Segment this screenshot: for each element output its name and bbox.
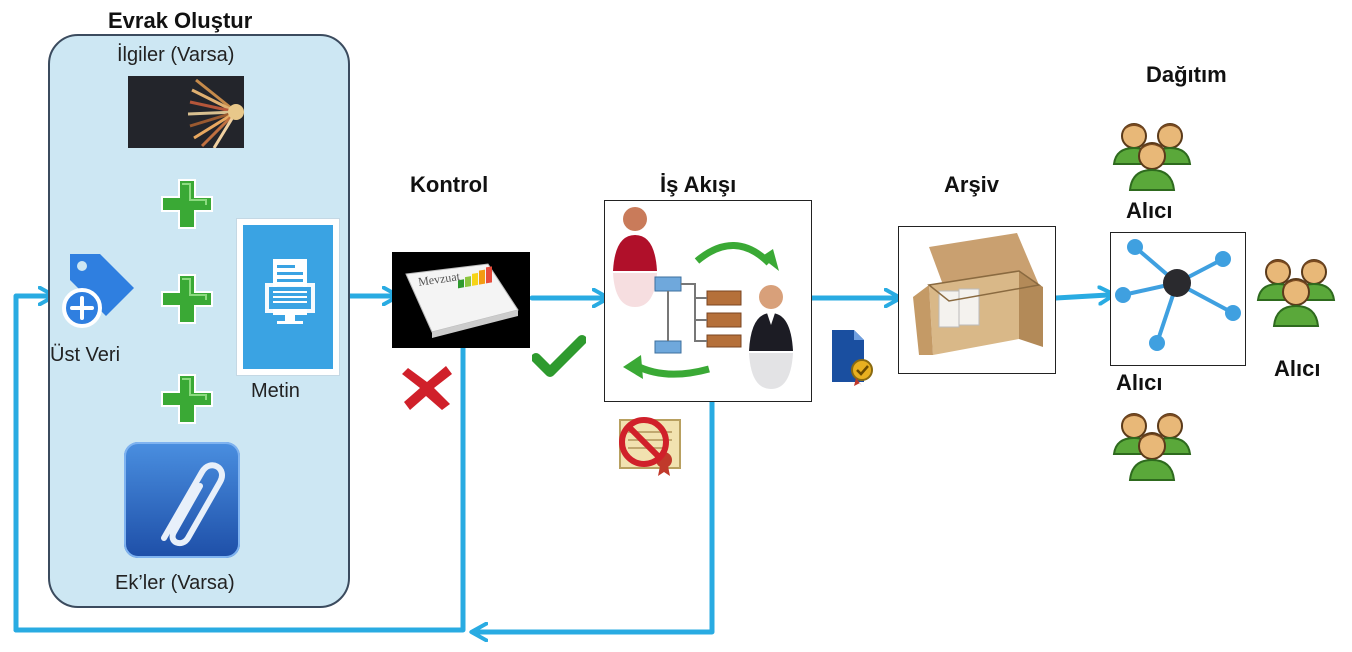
- arrow-archive-to-distribution: [1053, 295, 1108, 298]
- archive-heading: Arşiv: [944, 172, 1000, 197]
- references-image: [128, 76, 244, 148]
- user-group-icon: [1112, 118, 1192, 197]
- recipient-label-bottom: Alıcı: [1116, 370, 1163, 395]
- user-group-icon: [1112, 408, 1192, 487]
- document-monitor-icon: [243, 225, 333, 369]
- text-label: Metin: [251, 380, 300, 402]
- attachments-label: Ek’ler (Varsa): [115, 572, 235, 594]
- network-box: [1110, 232, 1246, 366]
- text-tile: [236, 218, 340, 376]
- control-document-image: Mevzuat: [392, 252, 530, 348]
- no-certificate-icon: [612, 412, 684, 483]
- network-hub-icon: [1115, 239, 1241, 351]
- control-reject-loop: [13, 345, 466, 633]
- x-icon: [400, 362, 454, 417]
- plus-icon: [160, 373, 214, 430]
- workflow-box: [604, 200, 812, 402]
- references-label: İlgiler (Varsa): [117, 44, 235, 66]
- archive-box-frame: [898, 226, 1056, 374]
- distribution-heading: Dağıtım: [1146, 62, 1227, 87]
- plus-icon: [160, 178, 214, 235]
- bookshelf-image-icon: [128, 76, 244, 148]
- create-group-title: Evrak Oluştur: [108, 8, 253, 33]
- recipient-label-right: Alıcı: [1274, 356, 1321, 381]
- feedback-entry-arrow: [13, 296, 48, 633]
- metadata-label: Üst Veri: [50, 344, 121, 366]
- paperclip-icon: [124, 442, 240, 558]
- tag-add-icon: [56, 248, 140, 335]
- signed-document-icon: [828, 326, 878, 391]
- check-icon: [531, 334, 587, 383]
- recipient-label-top: Alıcı: [1126, 198, 1173, 223]
- workflow-return-arrow: [478, 395, 715, 632]
- plus-icon: [160, 273, 214, 330]
- archive-box-icon: [913, 233, 1043, 355]
- user-group-icon: [1256, 254, 1336, 333]
- workflow-heading: İş Akışı: [660, 172, 737, 197]
- control-heading: Kontrol: [410, 172, 489, 197]
